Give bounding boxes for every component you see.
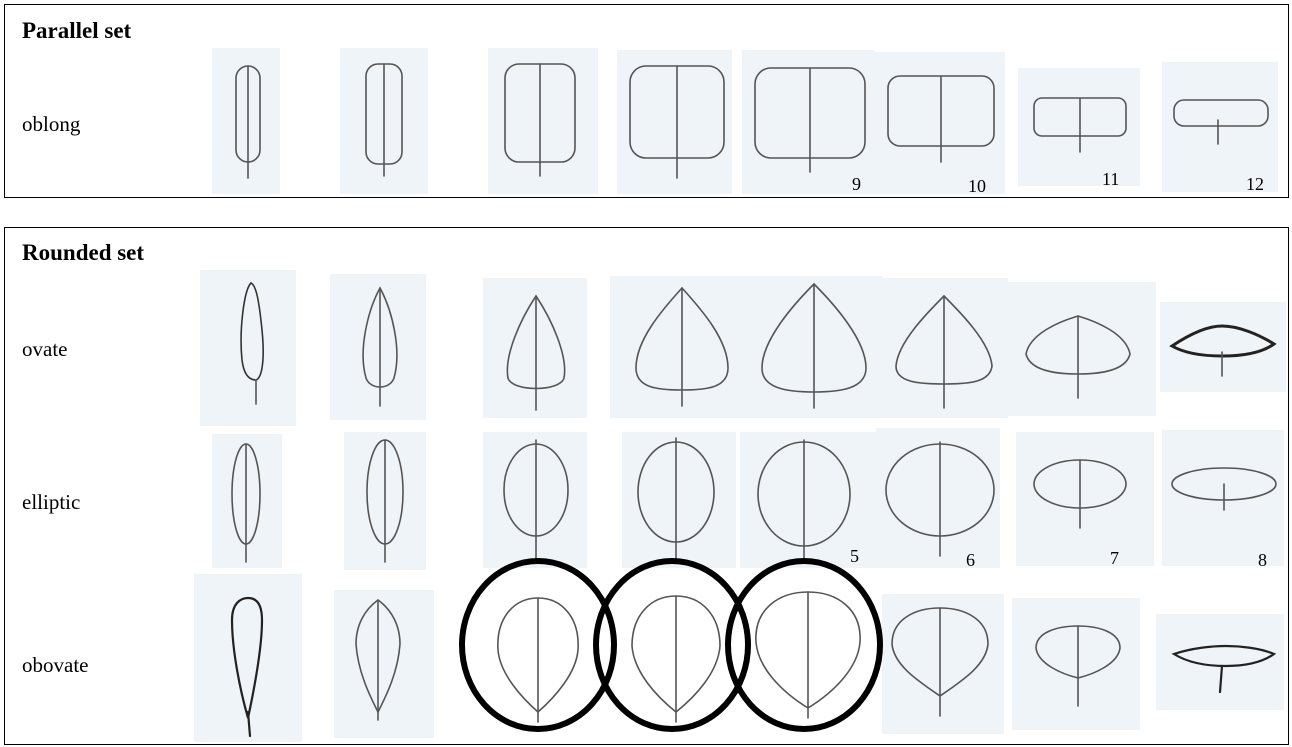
ovate-leaf-6 <box>880 278 1008 418</box>
oblong-number-12: 12 <box>1246 174 1264 194</box>
oblong-leaf-2 <box>340 48 428 194</box>
obovate-leaf-3 <box>498 598 578 722</box>
elliptic-leaf-7 <box>1016 432 1154 566</box>
elliptic-leaf-6 <box>876 428 1000 568</box>
elliptic-leaf-1 <box>212 434 282 568</box>
ovate-leaf-5 <box>745 276 883 418</box>
oblong-leaf-8 <box>1162 62 1278 192</box>
ovate-leaf-4 <box>610 276 750 418</box>
ovate-leaf-3 <box>483 278 587 418</box>
oblong-leaf-6 <box>875 52 1005 194</box>
elliptic-leaf-2 <box>344 432 426 570</box>
elliptic-number-5: 5 <box>850 546 859 566</box>
obovate-leaf-8 <box>1156 614 1284 710</box>
elliptic-number-6: 6 <box>966 550 975 570</box>
obovate-leaf-7 <box>1012 598 1140 730</box>
obovate-leaf-4 <box>632 596 720 722</box>
ovate-leaf-7 <box>1008 282 1156 416</box>
obovate-leaf-1 <box>194 574 302 742</box>
elliptic-number-8: 8 <box>1258 550 1267 570</box>
obovate-leaf-5 <box>756 592 860 718</box>
highlight-circles <box>462 561 880 729</box>
obovate-leaf-6 <box>882 594 1004 734</box>
elliptic-leaf-4 <box>622 432 736 568</box>
oblong-number-11: 11 <box>1102 169 1119 189</box>
ovate-leaf-1 <box>200 270 296 426</box>
obovate-leaf-2 <box>334 590 434 738</box>
ovate-leaf-8 <box>1160 302 1286 392</box>
oblong-leaf-5 <box>742 50 875 194</box>
elliptic-leaf-8 <box>1162 430 1284 566</box>
oblong-leaf-3 <box>488 48 598 194</box>
oblong-number-9: 9 <box>852 174 861 194</box>
oblong-leaf-4 <box>617 50 732 194</box>
oblong-number-10: 10 <box>968 176 986 196</box>
oblong-leaf-7 <box>1018 68 1140 186</box>
elliptic-leaf-3 <box>483 432 587 568</box>
oblong-leaf-1 <box>212 48 280 194</box>
elliptic-number-7: 7 <box>1110 548 1119 568</box>
ovate-leaf-2 <box>330 274 426 420</box>
